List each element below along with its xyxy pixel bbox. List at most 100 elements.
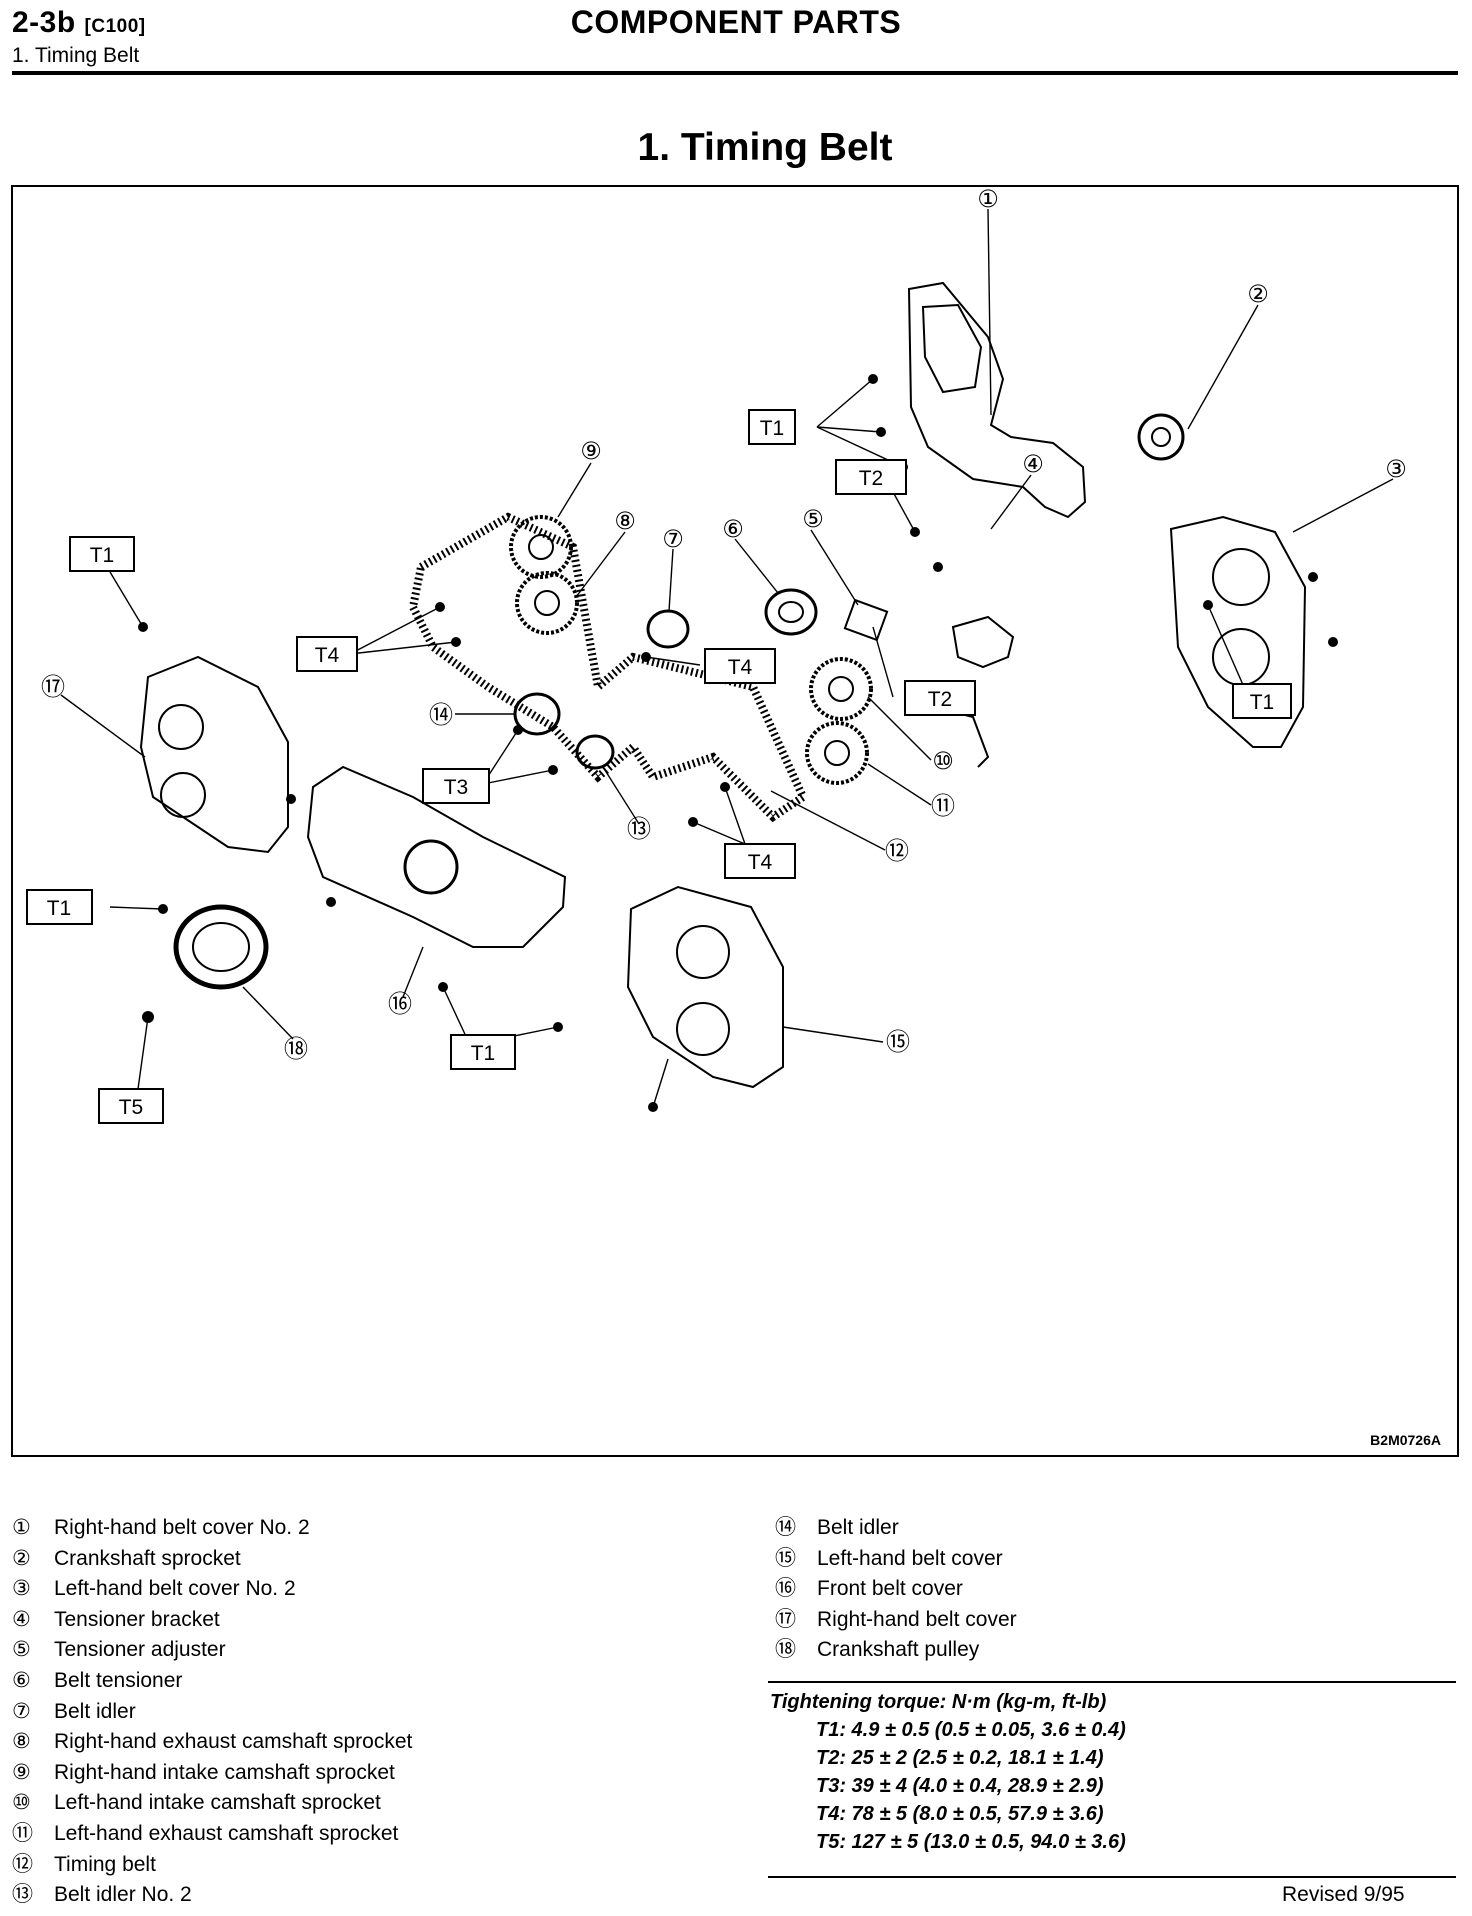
torque-heading: Tightening torque: N·m (kg-m, ft-lb)	[770, 1691, 1107, 1713]
torque-spec-t4: T4: 78 ± 5 (8.0 ± 0.5, 57.9 ± 3.6)	[816, 1803, 1104, 1825]
torque-label-t4-left: T4	[315, 644, 340, 667]
legend-item-label: Left-hand intake camshaft sprocket	[54, 1791, 381, 1815]
section-ref: [C100]	[84, 16, 146, 37]
section-code: 2-3b [C100]	[12, 6, 146, 40]
callout-17: ⑰	[41, 673, 65, 701]
callout-1: ①	[977, 187, 999, 213]
legend-item-label: Tensioner adjuster	[54, 1638, 226, 1662]
lh-belt-cover-no2-shape	[1169, 515, 1307, 748]
callout-4: ④	[1022, 450, 1044, 478]
legend-item: ⑩ Left-hand intake camshaft sprocket	[12, 1788, 412, 1819]
legend-item-label: Crankshaft sprocket	[54, 1546, 241, 1570]
lh-belt-cover-shape	[626, 885, 784, 1089]
callout-6: ⑥	[722, 515, 744, 543]
torque-label-t2-lower: T2	[928, 688, 953, 711]
torque-label-t2-upper: T2	[859, 467, 884, 490]
legend-right-column: ⑭ Belt idler ⑮ Left-hand belt cover ⑯ Front b…	[775, 1513, 1017, 1666]
torque-spec-t2: T2: 25 ± 2 (2.5 ± 0.2, 18.1 ± 1.4)	[816, 1747, 1104, 1769]
callout-15: ⑮	[886, 1028, 910, 1056]
torque-label-t4-center: T4	[728, 656, 753, 679]
legend-item-number: ⑭	[775, 1516, 796, 1539]
diagram-image-code: B2M0726A	[1370, 1432, 1441, 1448]
callout-7: ⑦	[662, 525, 684, 553]
callout-5: ⑤	[802, 505, 824, 533]
legend-item-label: Right-hand intake camshaft sprocket	[54, 1760, 395, 1784]
diagram-drawing: ① ② ③ ④ ⑤ ⑥ ⑦ ⑧ ⑨ ⑩ ⑪ ⑫ ⑬ ⑭ ⑮ ⑯ ⑰ ⑱ T1 T…	[26, 187, 1441, 1448]
torque-label-t1-bottom: T1	[471, 1042, 496, 1065]
callout-14: ⑭	[429, 701, 453, 729]
legend-item-label: Left-hand belt cover	[817, 1546, 1003, 1570]
legend-item-number: ②	[12, 1546, 31, 1570]
legend-item-number: ⑪	[12, 1821, 33, 1845]
page-title: COMPONENT PARTS	[570, 4, 902, 40]
legend-item-label: Belt idler	[54, 1699, 136, 1723]
callout-18: ⑱	[284, 1035, 308, 1063]
legend-item-number: ③	[12, 1577, 31, 1601]
rh-belt-cover-no2-shape	[907, 281, 1087, 519]
legend-item: ② Crankshaft sprocket	[12, 1544, 412, 1575]
legend-left-column: ① Right-hand belt cover No. 2 ② Crankshaft …	[12, 1513, 412, 1911]
callout-13: ⑬	[627, 815, 651, 843]
callout-12: ⑫	[885, 837, 909, 865]
torque-label-t5: T5	[119, 1096, 144, 1119]
legend-item-number: ⑧	[12, 1730, 31, 1754]
legend-item: ③ Left-hand belt cover No. 2	[12, 1574, 412, 1605]
callout-16: ⑯	[388, 990, 412, 1018]
legend-item: ⑯ Front belt cover	[775, 1574, 1017, 1605]
torque-label-t4-lower: T4	[748, 851, 773, 874]
legend-item: ④ Tensioner bracket	[12, 1605, 412, 1636]
legend-item-number: ⑤	[12, 1638, 31, 1662]
legend-item-label: Timing belt	[54, 1852, 156, 1876]
front-belt-cover-shape	[306, 765, 567, 948]
header-divider	[12, 71, 1458, 75]
callout-3: ③	[1385, 455, 1407, 483]
legend-item-number: ⑩	[12, 1791, 31, 1815]
exploded-diagram: ① ② ③ ④ ⑤ ⑥ ⑦ ⑧ ⑨ ⑩ ⑪ ⑫ ⑬ ⑭ ⑮ ⑯ ⑰ ⑱ T1 T…	[11, 185, 1459, 1457]
legend-item-label: Left-hand belt cover No. 2	[54, 1577, 296, 1601]
section-code-number: 2-3b	[12, 6, 76, 39]
legend-item-number: ⑯	[775, 1577, 796, 1601]
legend-item-number: ⑫	[12, 1852, 33, 1876]
torque-spec-t5: T5: 127 ± 5 (13.0 ± 0.5, 94.0 ± 3.6)	[816, 1831, 1126, 1853]
legend-item: ⑭ Belt idler	[775, 1513, 1017, 1544]
callout-10: ⑩	[932, 747, 954, 775]
rh-belt-cover-shape	[139, 655, 289, 854]
legend-item: ⑫ Timing belt	[12, 1850, 412, 1881]
torque-divider	[768, 1681, 1456, 1683]
legend-item: ⑤ Tensioner adjuster	[12, 1635, 412, 1666]
legend-item-number: ⑱	[775, 1638, 796, 1662]
legend-item-label: Belt idler	[817, 1516, 899, 1539]
torque-spec-t1: T1: 4.9 ± 0.5 (0.5 ± 0.05, 3.6 ± 0.4)	[816, 1719, 1126, 1741]
bolts	[138, 374, 1338, 1112]
callout-11: ⑪	[931, 792, 955, 820]
revision-note: Revised 9/95	[1282, 1883, 1405, 1906]
legend-item-number: ⑥	[12, 1668, 31, 1692]
callout-2: ②	[1247, 280, 1269, 308]
legend-item-number: ①	[12, 1516, 31, 1539]
legend-item-label: Belt tensioner	[54, 1668, 183, 1692]
section-title: 1. Timing Belt	[637, 126, 893, 169]
legend-item: ⑮ Left-hand belt cover	[775, 1544, 1017, 1575]
legend-item: ① Right-hand belt cover No. 2	[12, 1513, 412, 1544]
legend-item-number: ⑦	[12, 1699, 31, 1723]
legend-item-number: ⑮	[775, 1546, 796, 1570]
legend-item-number: ④	[12, 1607, 31, 1631]
torque-label-t3: T3	[444, 776, 469, 799]
legend-item: ⑧ Right-hand exhaust camshaft sprocket	[12, 1727, 412, 1758]
footer-divider	[768, 1876, 1456, 1878]
legend-item-label: Right-hand belt cover No. 2	[54, 1516, 310, 1539]
legend-item-label: Right-hand exhaust camshaft sprocket	[54, 1730, 413, 1754]
torque-label-t1-top: T1	[760, 417, 785, 440]
legend-item-label: Crankshaft pulley	[817, 1638, 980, 1662]
legend-item-label: Right-hand belt cover	[817, 1607, 1017, 1631]
torque-label-t1-left: T1	[90, 544, 115, 567]
legend-item-label: Tensioner bracket	[54, 1607, 220, 1631]
callout-8: ⑧	[614, 507, 636, 535]
legend-item-label: Belt idler No. 2	[54, 1883, 192, 1907]
callout-9: ⑨	[580, 437, 602, 465]
legend-item-label: Front belt cover	[817, 1577, 963, 1601]
